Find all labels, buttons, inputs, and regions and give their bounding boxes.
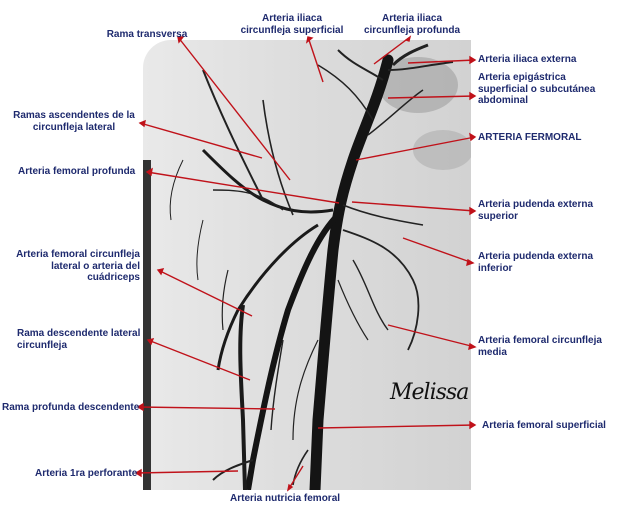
signature: Melissa — [390, 380, 469, 405]
label-femoral-profunda: Arteria femoral profunda — [18, 166, 136, 177]
label-circunfleja-media: Arteria femoral circunfleja media — [478, 335, 602, 358]
label-iliaca-circunfleja-superficial: Arteria iliaca circunfleja superficial — [240, 13, 344, 36]
label-rama-descendente: Rama descendente lateral circunfleja — [17, 328, 141, 351]
label-rama-transversa: Rama transversa — [106, 29, 188, 40]
label-pudenda-superior: Arteria pudenda externa superior — [478, 199, 594, 222]
label-nutricia-femoral: Arteria nutricia femoral — [230, 493, 341, 504]
label-epigastrica: Arteria epigástrica superficial o subcut… — [478, 72, 596, 106]
label-iliaca-externa: Arteria iliaca externa — [478, 54, 577, 65]
label-rama-profunda-descendente: Rama profunda descendente — [2, 402, 140, 413]
angiogram-image — [143, 40, 471, 490]
label-arteria-femoral: ARTERIA FERMORAL — [478, 132, 582, 143]
label-circunfleja-lateral: Arteria femoral circunfleja lateral o ar… — [16, 249, 140, 283]
label-primera-perforante: Arteria 1ra perforante — [35, 468, 138, 479]
label-pudenda-inferior: Arteria pudenda externa inferior — [478, 251, 594, 274]
label-ramas-ascendentes: Ramas ascendentes de la circunfleja late… — [13, 110, 135, 133]
label-iliaca-circunfleja-profunda: Arteria iliaca circunfleja profunda — [363, 13, 461, 36]
label-femoral-superficial: Arteria femoral superficial — [482, 420, 606, 431]
